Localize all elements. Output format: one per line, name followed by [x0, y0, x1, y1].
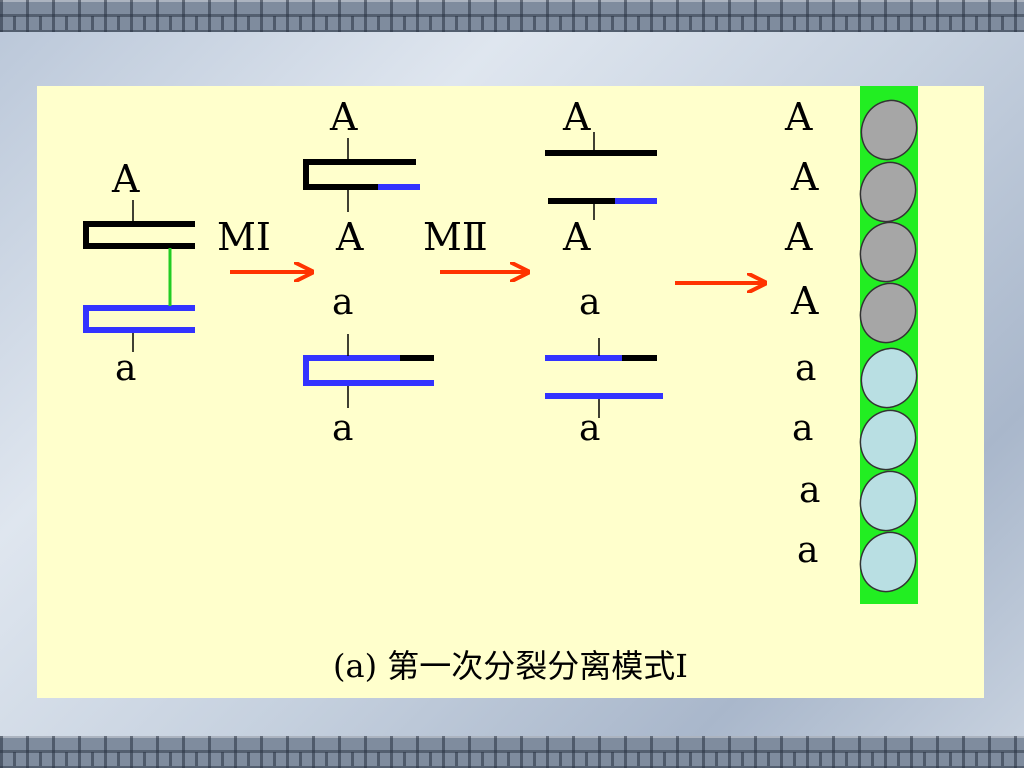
meiosis-1-products: A A a a: [303, 95, 434, 449]
spore-recessive: [860, 347, 918, 409]
spore-dominant: [859, 161, 917, 223]
chromosome-recessive: [83, 305, 195, 333]
spore-dominant: [859, 282, 917, 344]
result-alleles: A A A A a a a a: [784, 95, 820, 571]
top-brick-border: [0, 0, 1024, 32]
result-allele-label: A: [784, 215, 813, 259]
result-allele-label: a: [797, 530, 818, 571]
allele-label: a: [115, 348, 136, 389]
bottom-brick-border: [0, 736, 1024, 768]
spore-recessive: [859, 409, 917, 471]
meiosis-2-products: A A a a: [545, 95, 663, 449]
result-allele-label: A: [790, 279, 819, 323]
homolog-pair: A a: [83, 157, 195, 389]
allele-label: a: [579, 408, 600, 449]
allele-label: A: [562, 215, 591, 259]
allele-label: A: [329, 95, 358, 139]
allele-label: a: [332, 282, 353, 323]
allele-label: a: [332, 408, 353, 449]
chromosome-recessive: [303, 355, 434, 386]
figure-caption: (a) 第一次分裂分离模式Ⅰ: [333, 647, 688, 685]
meiosis-1-label: MⅠ: [217, 215, 271, 259]
spore-dominant: [859, 221, 917, 283]
result-allele-label: a: [799, 470, 820, 511]
spore-recessive: [859, 470, 917, 532]
chromosome-dominant: [83, 221, 195, 249]
result-allele-label: A: [790, 155, 819, 199]
chromosome-dominant: [303, 159, 416, 190]
result-allele-label: a: [795, 348, 816, 389]
spore-dominant: [860, 99, 918, 161]
meiosis-2-label: MⅡ: [423, 215, 488, 259]
result-allele-label: A: [784, 95, 813, 139]
result-allele-label: a: [792, 408, 813, 449]
allele-label: A: [562, 95, 591, 139]
allele-label: A: [335, 215, 364, 259]
allele-label: A: [111, 157, 140, 201]
diagram-panel: [37, 86, 984, 698]
spore-recessive: [859, 531, 917, 593]
ascus: [859, 86, 918, 604]
allele-label: a: [579, 282, 600, 323]
